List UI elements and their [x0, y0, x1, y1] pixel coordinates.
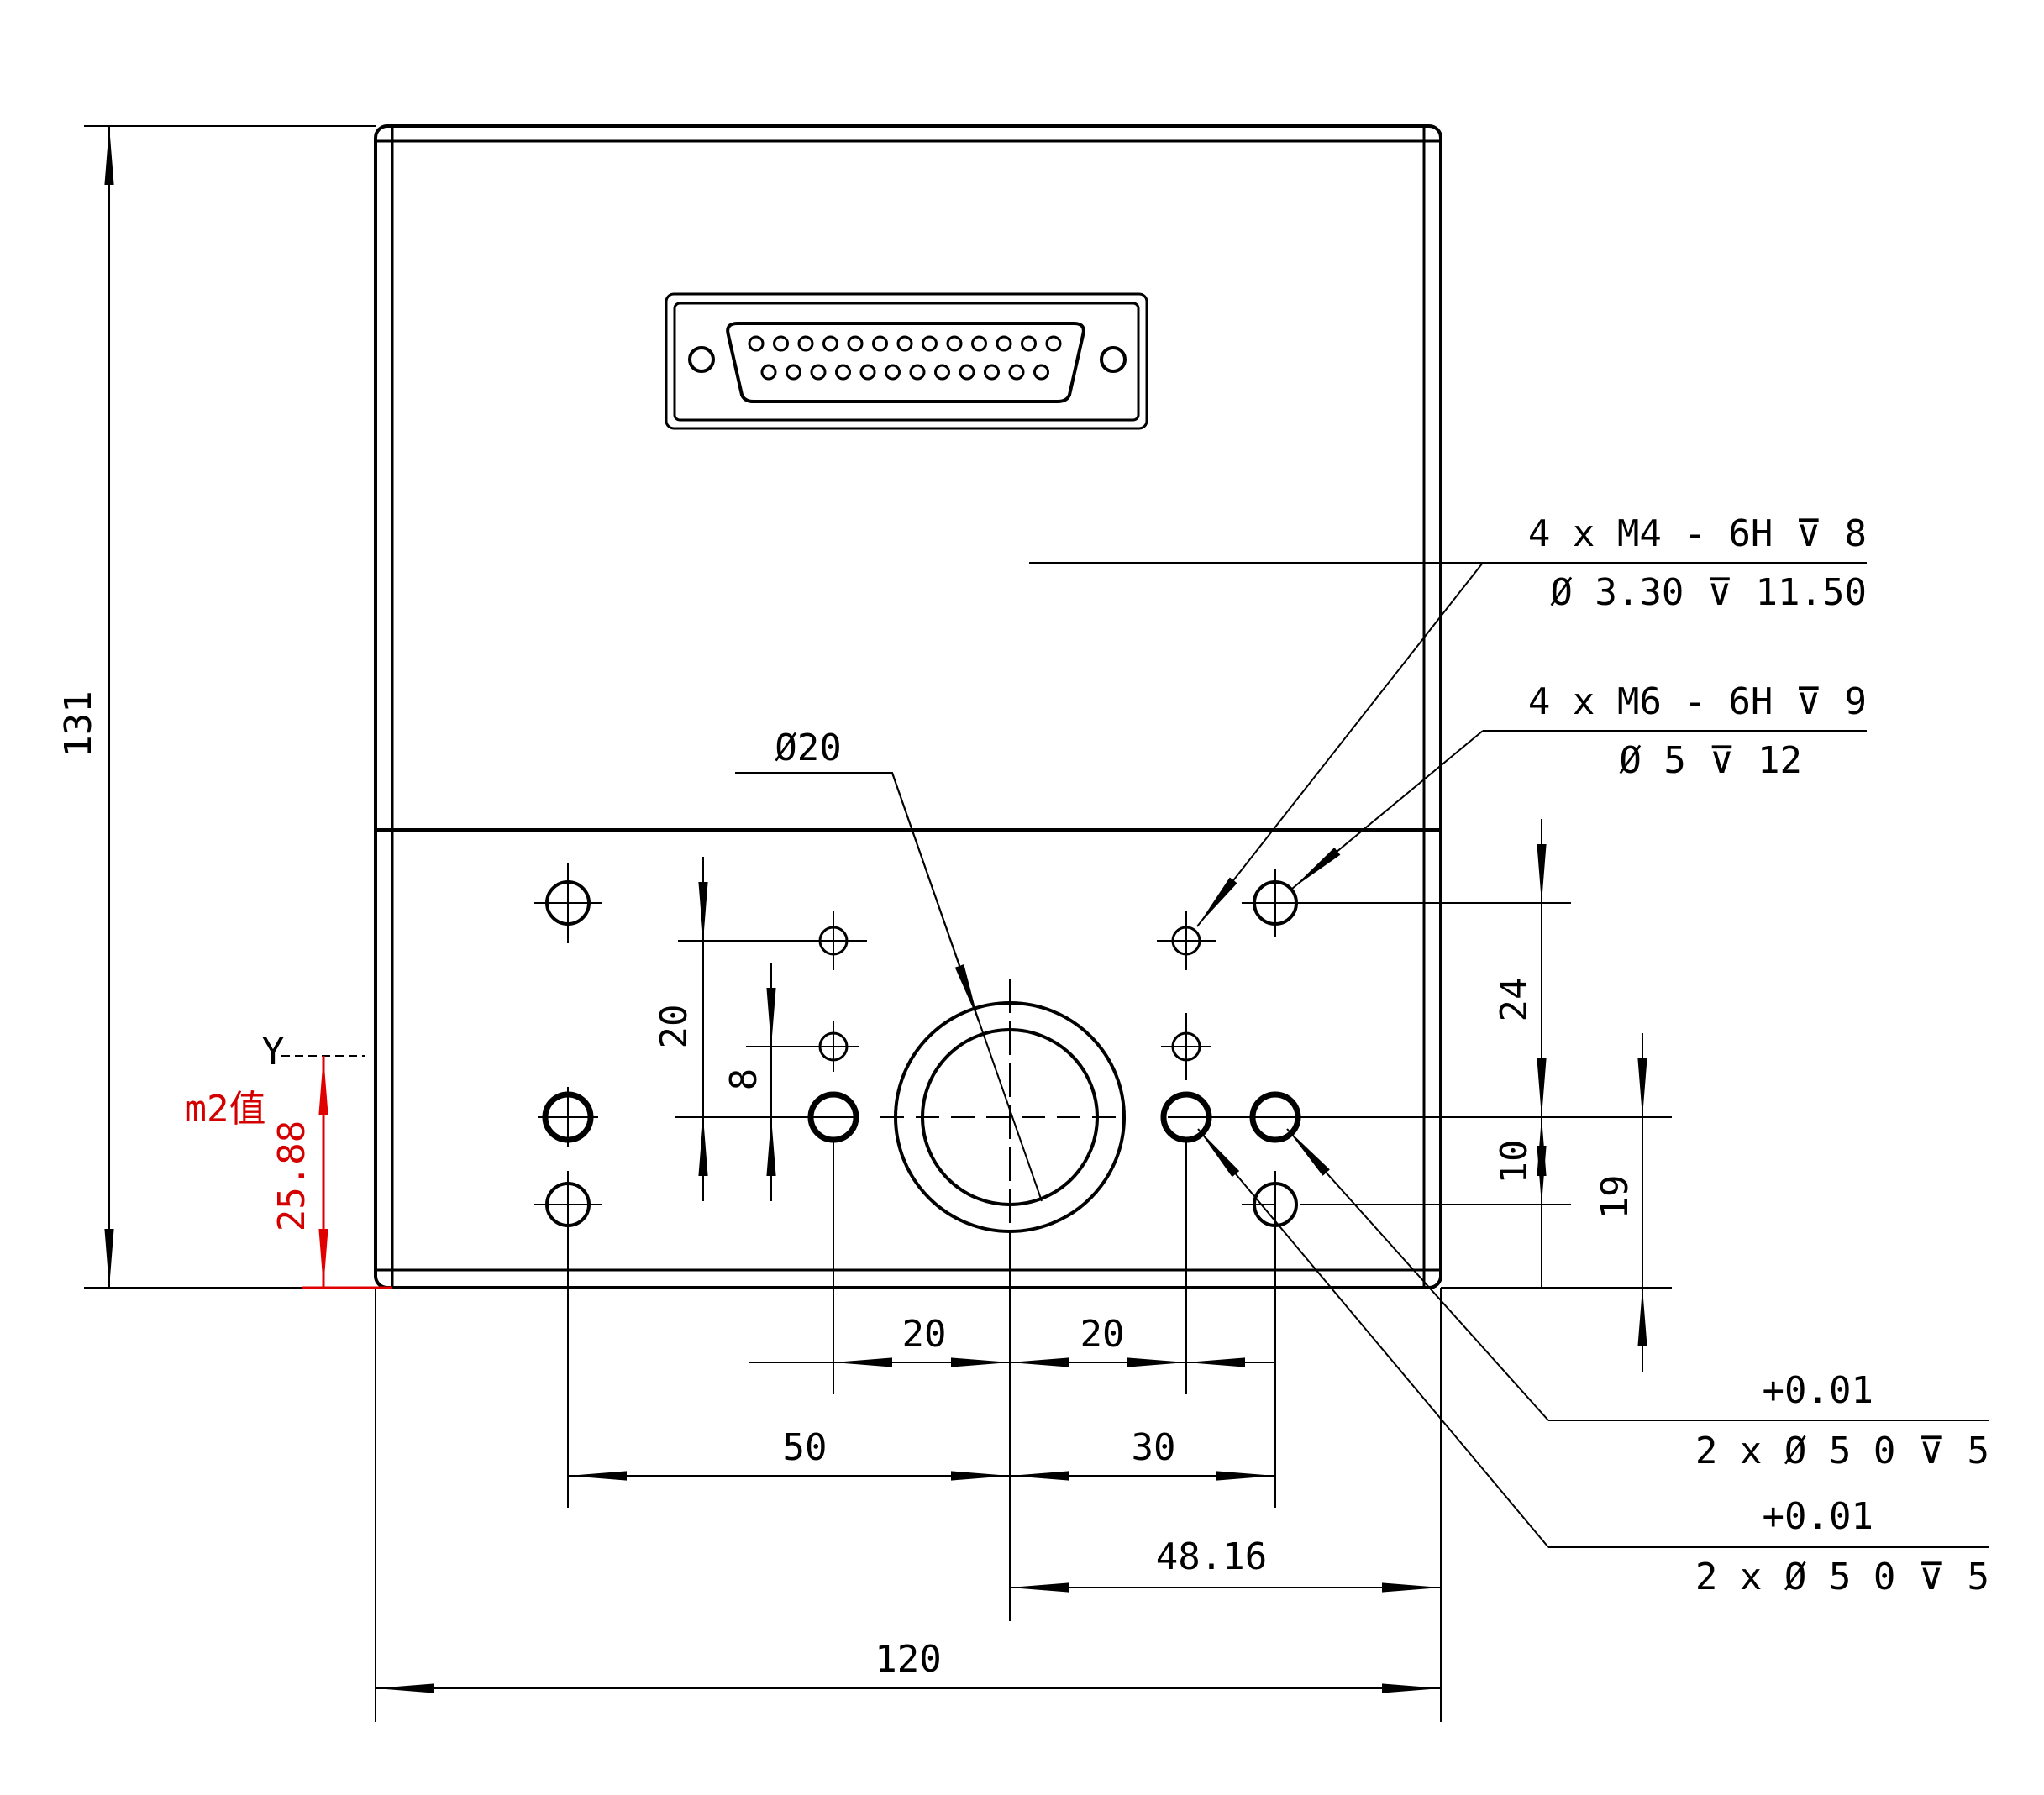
annotation-texts: Y m2值 25.88 — [185, 1031, 313, 1231]
dim-120-label: 120 — [875, 1638, 941, 1681]
pin2-tolerance: +0.01 — [1763, 1495, 1873, 1538]
connector-pin — [934, 364, 950, 381]
holes — [542, 880, 1301, 1233]
bore-dia-label: Ø20 — [775, 727, 841, 769]
dim-48-label: 48.16 — [1156, 1535, 1267, 1578]
center-marks — [534, 863, 1309, 1260]
dimension-lines — [104, 126, 1647, 1693]
dim-131-label: 131 — [57, 690, 100, 757]
dim-20-vert-label: 20 — [653, 1005, 696, 1049]
dim-50-label: 50 — [783, 1426, 828, 1469]
connector-pin — [786, 364, 801, 381]
pin-leader-2 — [1197, 1128, 1549, 1548]
m4-leader — [1196, 562, 1484, 927]
pin-leader-1 — [1286, 1128, 1549, 1421]
connector-pin — [1033, 364, 1049, 381]
d-sub-connector — [665, 292, 1148, 430]
connector-pin — [909, 364, 926, 381]
connector-pin — [872, 335, 888, 352]
connector-pin — [996, 335, 1012, 352]
extension-lines — [84, 125, 1672, 1722]
connector-pin — [971, 335, 987, 352]
connector-screw — [1100, 346, 1127, 373]
connector-pin — [797, 335, 814, 352]
m4-callout-line1: 4 x M4 - 6H ⊽ 8 — [1528, 512, 1867, 555]
m2-annotation — [281, 1055, 392, 1289]
callout-texts: 4 x M4 - 6H ⊽ 8 Ø 3.30 ⊽ 11.50 4 x M6 - … — [1528, 512, 1989, 1598]
connector-screw — [688, 346, 715, 373]
connector-pin — [1021, 335, 1037, 352]
pin1-tolerance: +0.01 — [1763, 1369, 1873, 1412]
connector-pin — [896, 335, 913, 352]
connector-pin — [1045, 335, 1062, 352]
m2-label: m2值 — [185, 1088, 266, 1131]
dim-20-right-label: 20 — [1080, 1313, 1125, 1356]
connector-pin — [847, 335, 864, 352]
connector-pin — [748, 335, 765, 352]
connector-pin — [984, 364, 1000, 381]
connector-pin — [773, 335, 789, 352]
connector-pin — [835, 364, 851, 381]
connector-pin — [922, 335, 938, 352]
connector-pin — [859, 364, 876, 381]
connector-pins — [748, 335, 1062, 381]
dim-8-vert-label: 8 — [722, 1068, 765, 1091]
connector-pin — [760, 364, 777, 381]
dim-30-label: 30 — [1132, 1426, 1176, 1469]
connector-pin — [946, 335, 963, 352]
m6-callout-line1: 4 x M6 - 6H ⊽ 9 — [1528, 680, 1867, 723]
connector-pin — [810, 364, 827, 381]
dim-24-vert-label: 24 — [1493, 978, 1536, 1022]
bore-leader — [735, 772, 1043, 1202]
m6-leader — [1291, 730, 1484, 890]
dim-10-vert-label: 10 — [1493, 1140, 1536, 1184]
pin1-callout: 2 x Ø 5 0 ⊽ 5 — [1695, 1430, 1989, 1472]
connector-pin — [959, 364, 975, 381]
housing-outline — [374, 124, 1442, 1289]
connector-pin — [822, 335, 838, 352]
m4-callout-line2: Ø 3.30 ⊽ 11.50 — [1550, 571, 1867, 614]
dimension-texts: 131 120 48.16 50 30 20 20 20 8 24 10 19 … — [57, 690, 1637, 1681]
m2-value: 25.88 — [271, 1121, 313, 1231]
leader-lines — [735, 562, 1989, 1548]
pin2-callout: 2 x Ø 5 0 ⊽ 5 — [1695, 1556, 1989, 1598]
dim-20-left-label: 20 — [902, 1313, 947, 1356]
connector-pin — [885, 364, 901, 381]
connector-pin — [1008, 364, 1025, 381]
y-axis-label: Y — [262, 1031, 285, 1073]
m6-callout-line2: Ø 5 ⊽ 12 — [1619, 739, 1802, 782]
dim-19-vert-label: 19 — [1594, 1175, 1637, 1220]
